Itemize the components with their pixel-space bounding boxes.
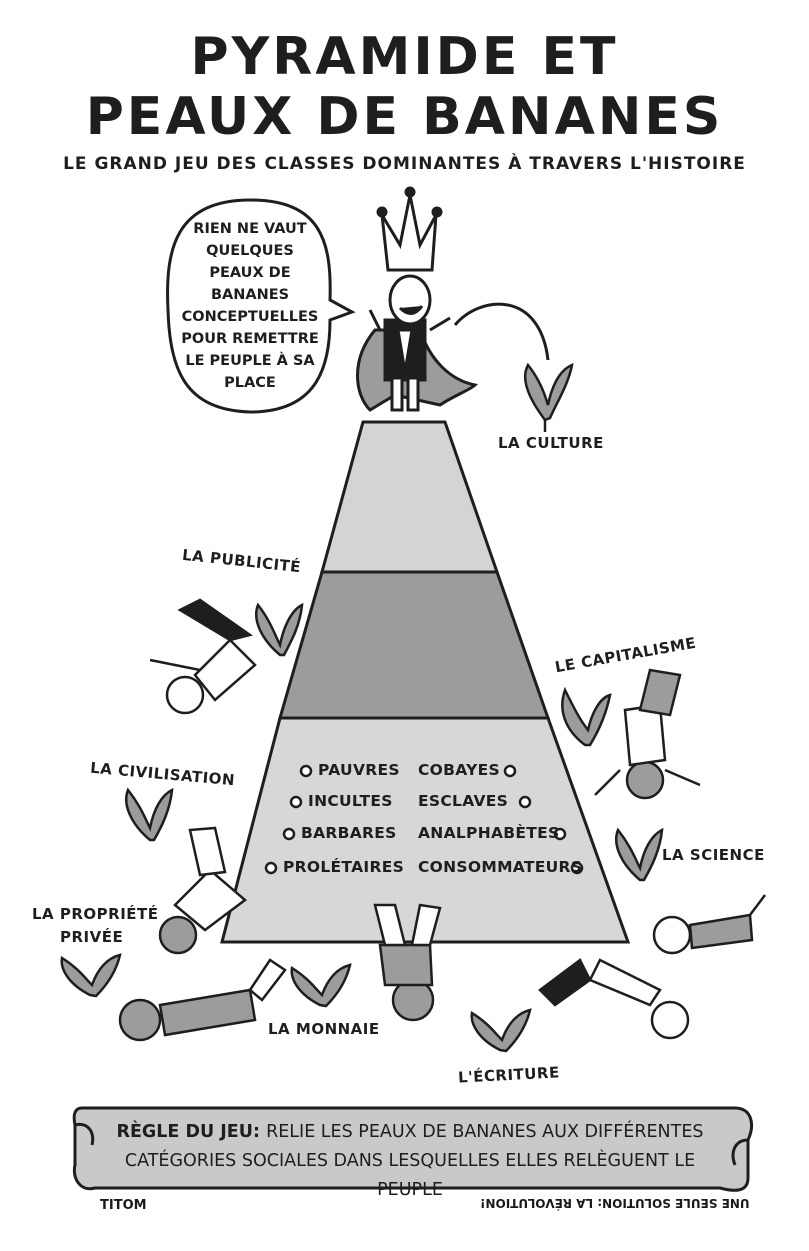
speech-bubble-text: RIEN NE VAUT QUELQUES PEAUX DE BANANES C…	[181, 221, 319, 391]
subtitle: LE GRAND JEU DES CLASSES DOMINANTES À TR…	[63, 154, 746, 174]
banana-peel-icon	[523, 362, 574, 432]
category-bullets	[264, 764, 584, 875]
label-culture: LA CULTURE	[498, 434, 604, 452]
falling-person	[652, 894, 766, 955]
category-item: INCULTES	[308, 792, 393, 810]
pyramid-bottom-tier	[220, 716, 631, 944]
falling-person	[594, 668, 701, 800]
falling-person	[149, 598, 257, 715]
label-propriete-line-2: PRIVÉE	[60, 928, 124, 946]
title-line-2: PEAUX DE BANANES	[85, 87, 724, 147]
title-line-1: PYRAMIDE ET	[190, 27, 619, 87]
speech-bubble	[166, 198, 356, 414]
falling-person	[538, 958, 690, 1040]
falling-person	[118, 958, 287, 1042]
category-item: BARBARES	[301, 824, 397, 842]
pyramid-top-tier	[320, 420, 500, 574]
rule-text: RÈGLE DU JEU: RELIE LES PEAUX DE BANANES…	[100, 1118, 720, 1205]
banana-peel-icon	[615, 827, 664, 882]
label-monnaie: LA MONNAIE	[268, 1020, 380, 1038]
banana-peel-icon	[290, 963, 352, 1008]
banana-peel-icon	[561, 686, 612, 747]
rule-label: RÈGLE DU JEU:	[116, 1122, 260, 1142]
falling-person	[158, 826, 247, 955]
category-item: PAUVRES	[318, 761, 400, 779]
rule-line-1: RELIE LES PEAUX DE BANANES AUX DIFFÉRENT…	[266, 1122, 704, 1142]
label-propriete-line-1: LA PROPRIÉTÉ	[32, 905, 159, 923]
rule-scroll	[72, 1106, 753, 1192]
label-science: LA SCIENCE	[662, 846, 765, 864]
category-item: COBAYES	[418, 761, 500, 779]
pyramid-middle-tier	[278, 570, 551, 720]
rule-line-2: CATÉGORIES SOCIALES DANS LESQUELLES ELLE…	[124, 1151, 696, 1200]
king-figure	[356, 274, 479, 412]
banana-peel-icon	[125, 787, 174, 842]
banana-peel-icon	[60, 953, 122, 998]
crown-icon	[376, 186, 443, 272]
category-item: ANALPHABÈTES	[418, 824, 560, 842]
banana-peel-icon	[255, 602, 304, 657]
banana-peel-icon	[470, 1008, 532, 1053]
category-item: ESCLAVES	[418, 792, 509, 810]
category-item: PROLÉTAIRES	[283, 858, 405, 876]
falling-person	[373, 903, 442, 1022]
solution-upside-down: UNE SEULE SOLUTION: LA RÉVOLUTION!	[480, 1196, 750, 1210]
signature: TITOM	[100, 1198, 147, 1213]
category-item: CONSOMMATEURS	[418, 858, 583, 876]
